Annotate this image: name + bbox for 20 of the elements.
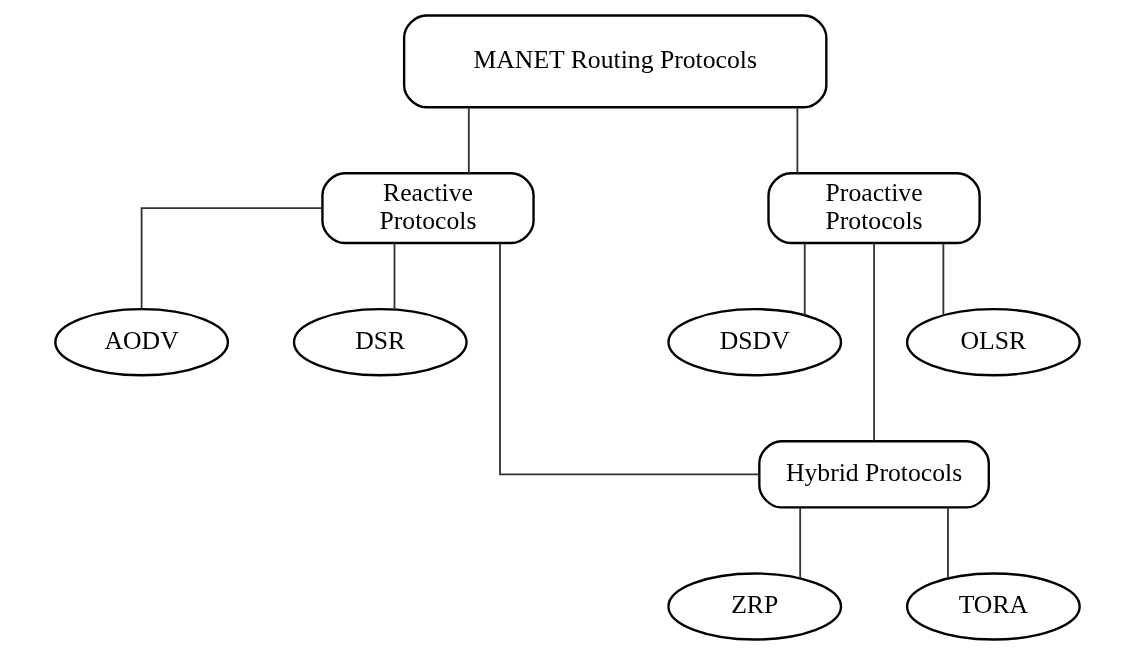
node-box: Proactive Protocols <box>767 172 981 245</box>
node-box: Hybrid Protocols <box>758 440 990 509</box>
connector <box>942 242 945 316</box>
node-box: MANET Routing Protocols <box>402 14 828 109</box>
connector <box>499 242 761 476</box>
connector <box>796 106 799 175</box>
node-ellipse: ZRP <box>667 572 843 641</box>
connector <box>947 506 949 580</box>
connector <box>467 106 470 175</box>
connector <box>873 242 875 442</box>
connector <box>140 207 324 310</box>
node-box: Reactive Protocols <box>321 172 535 245</box>
connector <box>799 506 802 580</box>
node-ellipse: DSDV <box>667 307 843 377</box>
connector <box>393 242 396 311</box>
node-ellipse: AODV <box>54 307 230 377</box>
node-ellipse: TORA <box>905 572 1081 641</box>
connector <box>803 242 806 316</box>
node-ellipse: DSR <box>292 307 468 377</box>
node-ellipse: OLSR <box>905 307 1081 377</box>
